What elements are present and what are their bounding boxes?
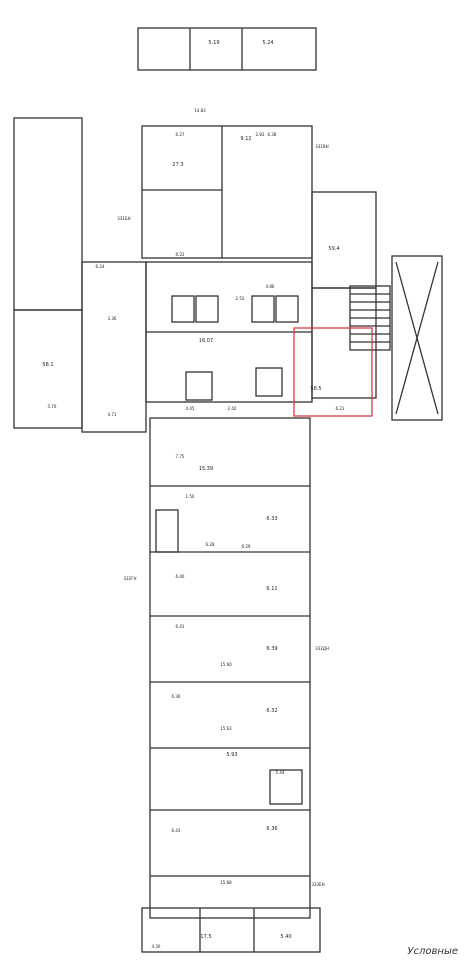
room-label-upper-left: 27.3 xyxy=(172,162,183,168)
room-label-center-corridor: 16.07 xyxy=(199,338,213,344)
dimension-label: 15.63 xyxy=(220,726,232,731)
walls xyxy=(13,27,443,953)
dimension-label: 14.83 xyxy=(194,108,206,113)
dimension-label: 5.70 xyxy=(48,404,57,409)
dimension-label: 15.60 xyxy=(220,662,232,667)
room-label-right-wing-room: 59.4 xyxy=(328,246,339,252)
dimension-label: 2.52 xyxy=(236,296,245,301)
dimension-label: 4.86 xyxy=(266,284,275,289)
dimension-label: 6.22 xyxy=(176,252,185,257)
room-label-room-row-3: 6.39 xyxy=(266,646,277,652)
room-label-bottom-right-stair: 5.40 xyxy=(280,934,291,940)
room-label-hall-big: 15.39 xyxy=(199,466,213,472)
dimension-label: 15.68 xyxy=(220,880,232,885)
room-label-room-row-6: 6.36 xyxy=(266,826,277,832)
dimension-label: 6.41 xyxy=(176,624,185,629)
dimension-label: 2.42 xyxy=(228,406,237,411)
room-label-highlighted-room: 58.5 xyxy=(310,386,321,392)
room-label-bottom-left-stair: 17.5 xyxy=(200,934,211,940)
dimension-label: 1.50 xyxy=(186,494,195,499)
room-label-upper-main: 9.12 xyxy=(240,136,251,142)
room-labels: 5.19 5.24 9.12 27.3 58.1 16.07 59.4 58.5 15.39 6.… xyxy=(42,40,339,940)
room-label-room-row-4: 6.32 xyxy=(266,708,277,714)
axis-mark: 332ДН xyxy=(315,646,329,651)
room-label-left-wing: 58.1 xyxy=(42,362,53,368)
axis-mark: 332ГН xyxy=(123,576,136,581)
dimension-label: 3.36 xyxy=(108,316,117,321)
highlighted-room-outline xyxy=(293,327,373,417)
dimension-label: 6.43 xyxy=(172,828,181,833)
dimension-label: 6.40 xyxy=(176,574,185,579)
axis-mark: 331ВН xyxy=(315,144,328,149)
dimension-label: 6.29 xyxy=(242,544,251,549)
dimension-label: 6.24 xyxy=(96,264,105,269)
dimension-label: 4.30 xyxy=(152,944,161,949)
dimension-label: 2.83 xyxy=(256,132,265,137)
room-label-top-left-stair: 5.19 xyxy=(208,40,219,46)
dimension-label: 6.21 xyxy=(336,406,345,411)
dimension-label: 6.27 xyxy=(176,132,185,137)
room-label-top-right-stair: 5.24 xyxy=(262,40,273,46)
dimension-label: 4.45 xyxy=(186,406,195,411)
dimension-label: 6.28 xyxy=(206,542,215,547)
dimension-label: 6.38 xyxy=(268,132,277,137)
dimension-label: 6.36 xyxy=(172,694,181,699)
axis-mark: 333ЕН xyxy=(311,882,324,887)
room-label-room-row-1: 6.33 xyxy=(266,516,277,522)
dimension-label: 7.75 xyxy=(176,454,185,459)
axis-labels: 331БН 331ВН 332ГН 332ДН 333ЕН xyxy=(117,144,329,887)
room-label-room-row-2: 6.11 xyxy=(266,586,277,592)
dimension-label: 5.44 xyxy=(276,770,285,775)
dimension-label: 4.71 xyxy=(108,412,117,417)
room-label-room-row-5: 5.93 xyxy=(226,752,237,758)
axis-mark: 331БН xyxy=(117,216,130,221)
legend-label: Условные xyxy=(407,946,458,957)
